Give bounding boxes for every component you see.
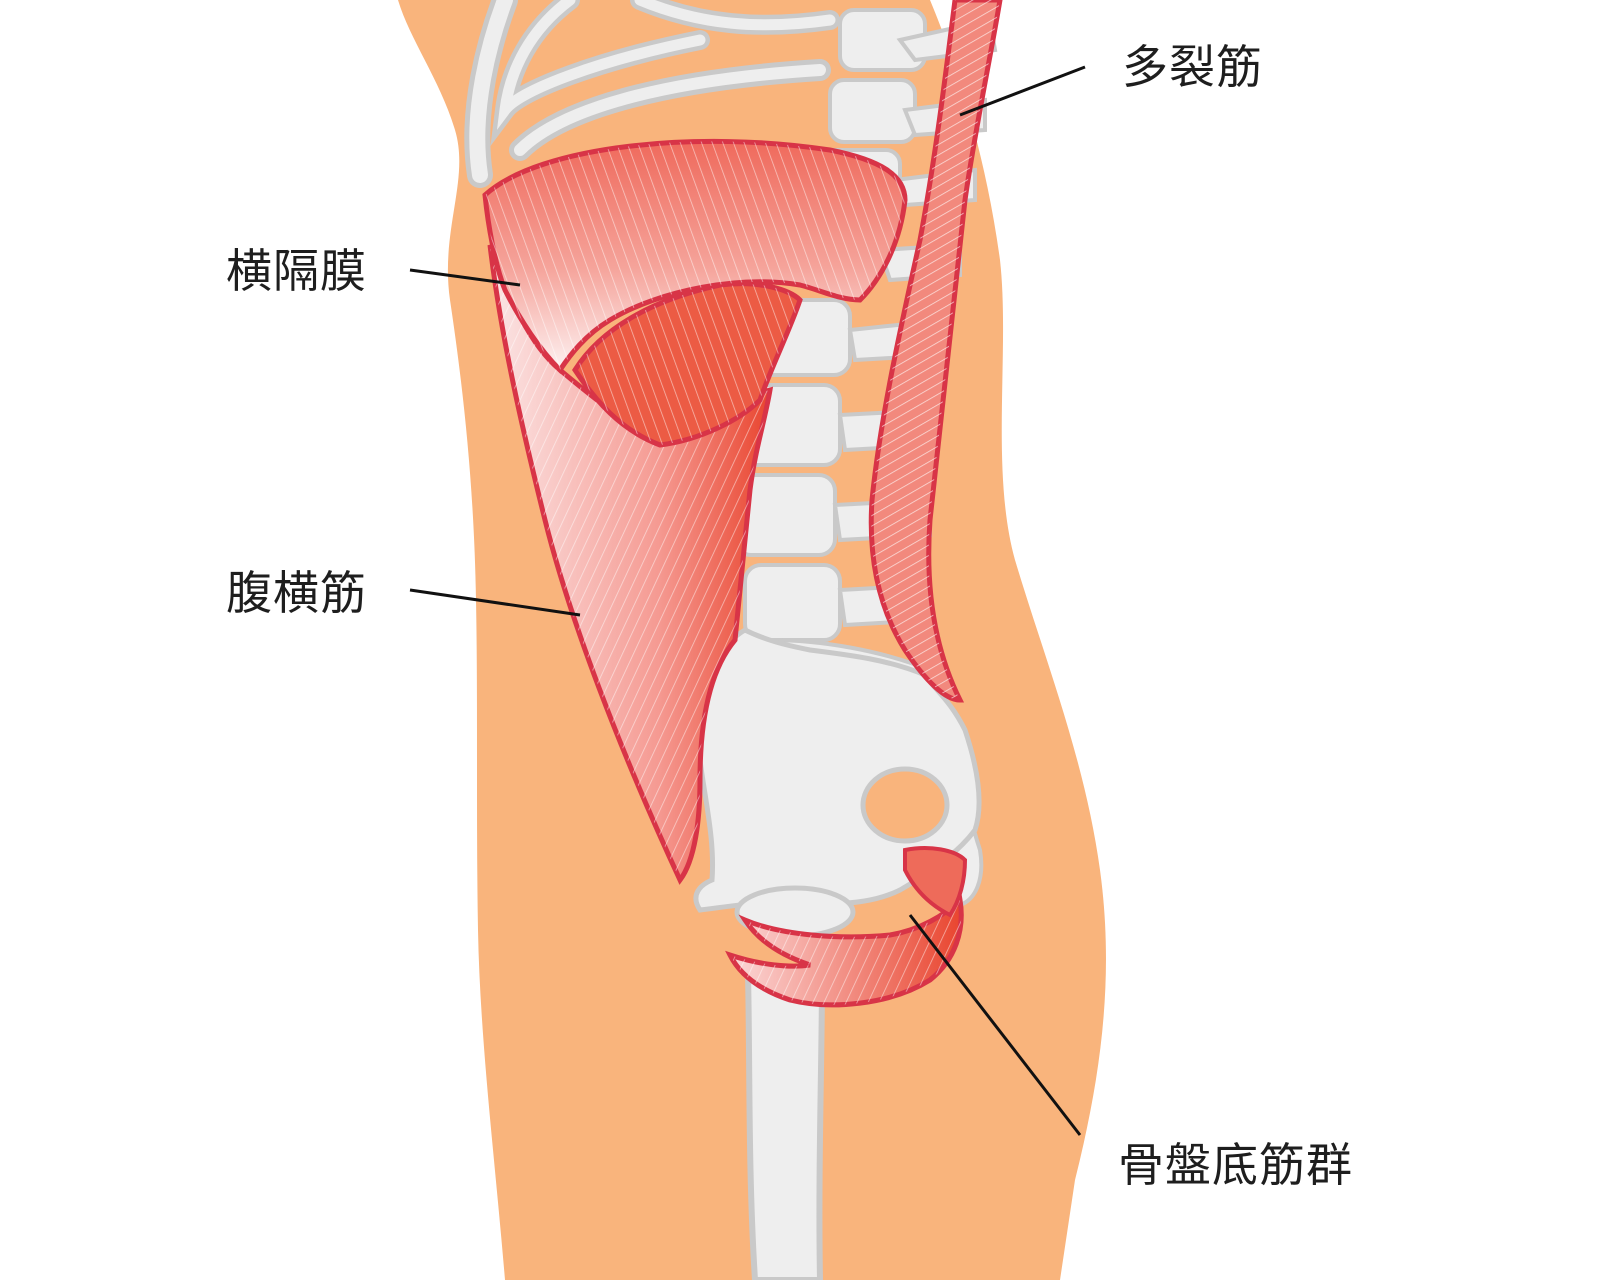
leader-diaphragm: [409, 268, 521, 287]
obturator-foramen: [860, 766, 950, 844]
rib-cage: [464, 0, 840, 188]
femur: [744, 972, 826, 1280]
pelvic-floor-side: [903, 846, 968, 918]
leader-transversus: [409, 588, 581, 617]
transversus-abdominis-label: 腹横筋: [226, 566, 367, 620]
transversus-fibers: [490, 245, 770, 880]
leader-pelvic-floor: [908, 914, 1082, 1136]
multifidus-label: 多裂筋: [1122, 40, 1263, 94]
diaphragm-label: 横隔膜: [226, 244, 367, 298]
pelvic-floor-label: 骨盤底筋群: [1118, 1138, 1353, 1192]
leader-multifidus: [959, 65, 1086, 117]
